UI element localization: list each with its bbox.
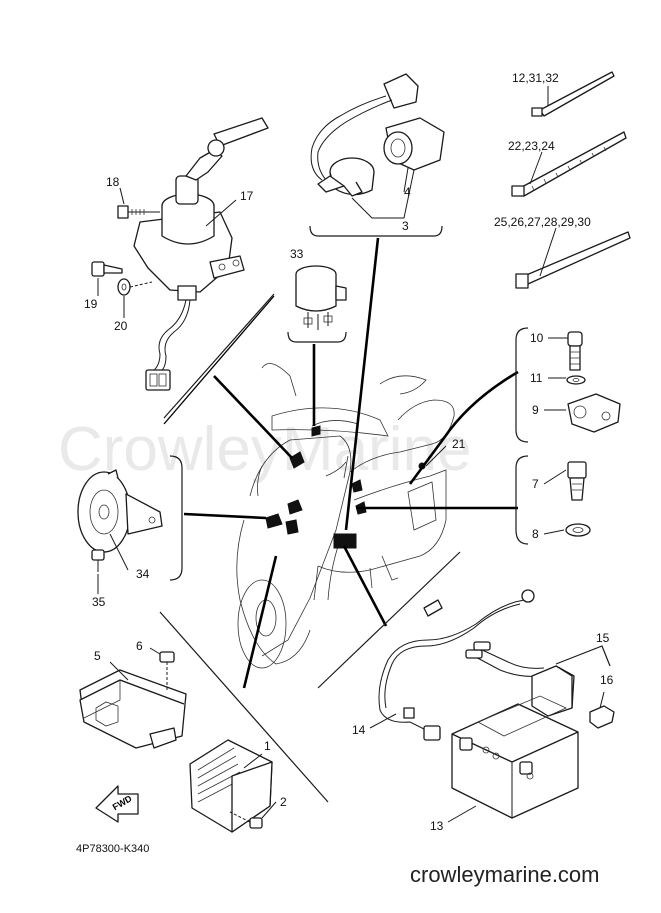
screw-2 — [229, 811, 263, 829]
callout-8: 8 — [532, 527, 539, 541]
callout-12-31-32: 12,31,32 — [512, 71, 559, 85]
callout-33: 33 — [290, 247, 304, 261]
callout-13: 13 — [430, 819, 444, 833]
section-frames — [159, 293, 529, 803]
bolt-19 — [91, 261, 123, 277]
callout-16: 16 — [600, 673, 614, 687]
callout-19: 19 — [84, 297, 98, 311]
bolt-35 — [91, 549, 105, 572]
callout-4: 4 — [404, 185, 411, 199]
callout-14: 14 — [352, 723, 366, 737]
callout-labels: 18 17 19 20 4 3 33 12,31,32 22,23,24 25,… — [84, 71, 614, 833]
callout-35: 35 — [92, 595, 106, 609]
watermark-text: CrowleyMarine — [58, 415, 471, 484]
callout-17: 17 — [240, 189, 254, 203]
fwd-arrow: FWD — [95, 785, 139, 823]
callout-15: 15 — [596, 631, 610, 645]
relay-cover-4 — [383, 117, 445, 171]
callout-leaders — [97, 86, 611, 823]
flasher-relay-33 — [295, 265, 347, 330]
callout-7: 7 — [532, 477, 539, 491]
main-switch-assembly — [133, 117, 269, 391]
bracket-relay — [309, 225, 443, 237]
bolt-6 — [159, 651, 175, 690]
bracket-33 — [287, 331, 347, 343]
callout-18: 18 — [106, 175, 120, 189]
callout-11: 11 — [530, 371, 543, 385]
cable-tie-22 — [511, 131, 627, 197]
callout-22-23-24: 22,23,24 — [508, 139, 555, 153]
callout-9: 9 — [532, 403, 539, 417]
callout-3: 3 — [402, 219, 409, 233]
cable-tie-12 — [531, 71, 615, 117]
callout-2: 2 — [280, 795, 287, 809]
washer-11 — [566, 375, 586, 385]
callout-6: 6 — [136, 639, 143, 653]
fuse-16 — [589, 705, 615, 729]
horn-34 — [77, 469, 163, 553]
callout-25-30: 25,26,27,28,29,30 — [494, 215, 591, 229]
gasket-8 — [565, 523, 591, 537]
leader-lines — [163, 237, 519, 689]
callout-5: 5 — [94, 649, 101, 663]
callout-10: 10 — [530, 331, 544, 345]
cdi-unit-5 — [79, 669, 187, 749]
fuse-holder-15 — [465, 641, 575, 717]
callout-21: 21 — [452, 437, 466, 451]
scooter-outline — [236, 363, 455, 669]
battery-13 — [451, 695, 579, 819]
thermo-sensor-7 — [567, 461, 587, 501]
starter-relay-assembly — [310, 73, 419, 197]
site-url: crowleymarine.com — [410, 862, 600, 887]
screw-18 — [117, 205, 160, 219]
cable-tie-25 — [515, 231, 631, 289]
drawing-code: 4P78300-K340 — [76, 843, 149, 855]
washer-20 — [117, 278, 153, 296]
callout-1: 1 — [264, 739, 271, 753]
callout-20: 20 — [114, 319, 128, 333]
leader-3 — [351, 169, 415, 219]
battery-lead-14 — [378, 589, 535, 741]
callout-34: 34 — [136, 567, 150, 581]
bolt-10 — [567, 331, 583, 371]
rectifier-regulator-1 — [189, 739, 273, 833]
sensor-bracket-9 — [567, 393, 621, 433]
